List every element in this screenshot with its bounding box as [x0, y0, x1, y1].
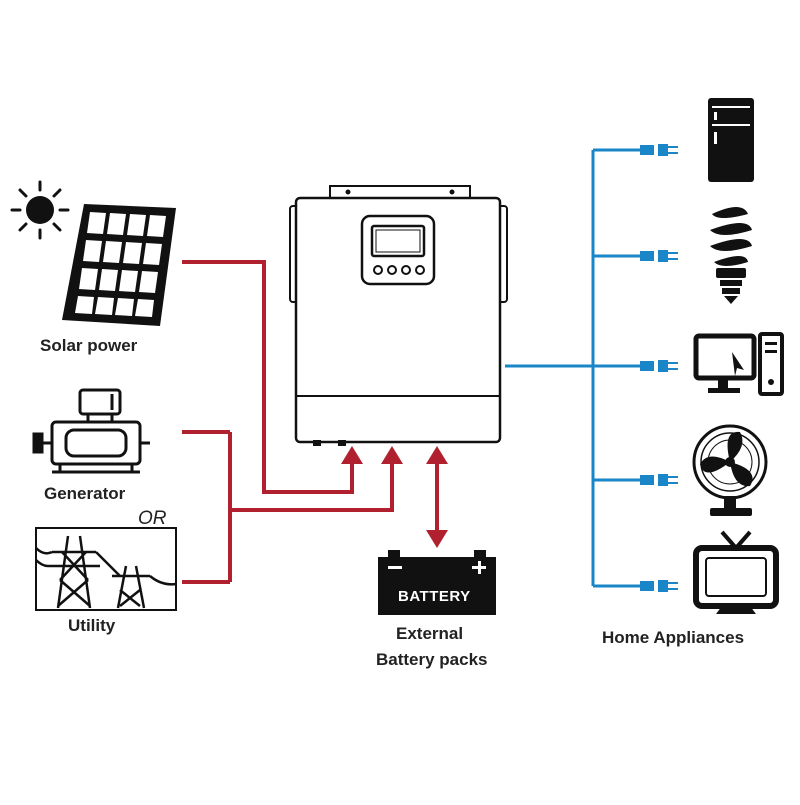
ac-input-arrowhead — [381, 446, 403, 464]
input-wiring — [182, 260, 439, 584]
battery-label-line2: Battery packs — [376, 650, 488, 669]
fan-icon — [692, 424, 768, 516]
sun-icon — [10, 180, 70, 240]
output-trunk-wire — [505, 150, 595, 586]
plug-icon — [640, 360, 678, 372]
cfl-bulb-icon — [710, 207, 752, 304]
input-arrowheads — [341, 446, 448, 548]
solar-panel-icon — [62, 204, 176, 326]
solar-power-label: Solar power — [40, 336, 138, 355]
refrigerator-icon — [708, 98, 754, 182]
home-appliances-label: Home Appliances — [602, 628, 745, 647]
output-plugs — [640, 144, 678, 592]
plug-icon — [640, 144, 678, 156]
output-wiring — [505, 148, 640, 588]
control-button — [415, 265, 425, 275]
solar-arrowhead — [341, 446, 363, 464]
television-icon — [693, 530, 779, 614]
control-button — [373, 265, 383, 275]
plug-icon — [640, 474, 678, 486]
solar-wire — [182, 260, 354, 494]
generator-icon — [32, 388, 150, 474]
inverter-unit — [289, 185, 508, 446]
inverter-body — [294, 196, 502, 444]
battery-icon — [378, 550, 496, 615]
plug-icon — [640, 250, 678, 262]
control-button — [401, 265, 411, 275]
plug-icon — [640, 580, 678, 592]
control-button — [387, 265, 397, 275]
battery-box-text: BATTERY — [398, 588, 471, 605]
computer-icon — [693, 332, 784, 396]
inverter-mount-bracket — [329, 185, 471, 198]
battery-arrowhead-up — [426, 446, 448, 464]
utility-label: Utility — [68, 616, 116, 635]
generator-label: Generator — [44, 484, 126, 503]
battery-arrowhead-down — [426, 530, 448, 548]
battery-label-line1: External — [396, 624, 464, 643]
or-label: OR — [138, 508, 167, 529]
ac-input-trunk-wire — [228, 432, 394, 582]
utility-tower-icon — [35, 527, 177, 611]
